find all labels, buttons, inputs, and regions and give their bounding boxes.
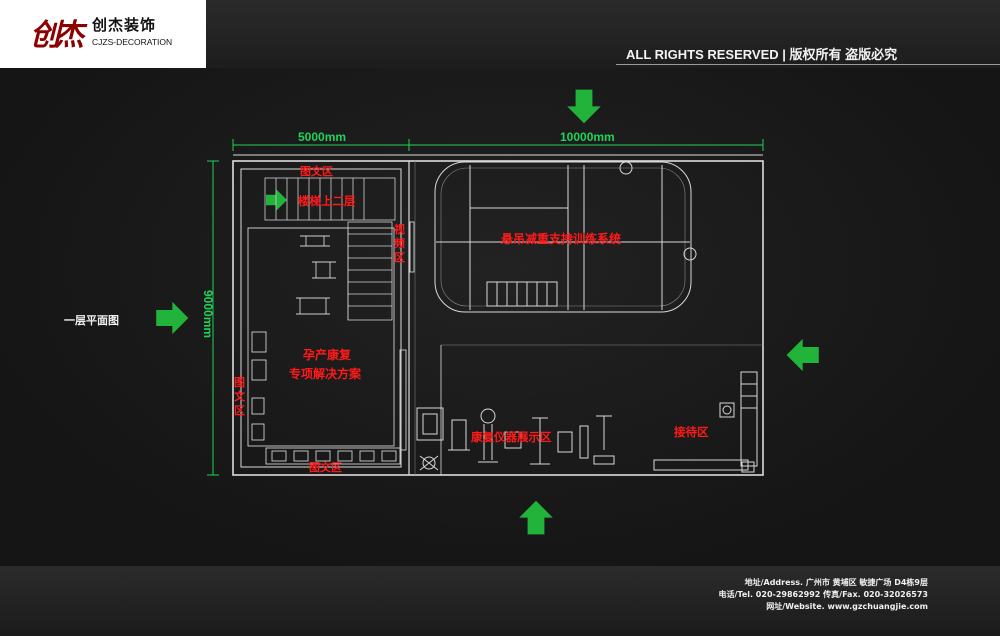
arrow-right-icon [786,338,819,372]
dimension-10000: 10000mm [560,130,615,144]
rights-text: ALL RIGHTS RESERVED | 版权所有 盗版必究 [626,47,898,62]
logo-name-cn: 创杰装饰 [92,16,157,34]
suspension-system [434,161,697,313]
header-divider [616,64,1000,65]
zone-video-1: 视 [394,222,405,236]
zone-reception: 接待区 [674,425,709,439]
zone-graphic-left-3: 区 [234,404,245,417]
dimension-9000: 9000mm [201,290,215,338]
arrow-left-icon [156,301,189,335]
zone-graphic-top: 图文区 [300,164,333,178]
floor-label: 一层平面图 [64,314,119,327]
footer-contact: 地址/Address. 广州市 黄埔区 敏捷广场 D4栋9层 电话/Tel. 0… [719,577,929,613]
footer-address: 地址/Address. 广州市 黄埔区 敏捷广场 D4栋9层 [744,578,928,587]
zone-rehab-display: 康复仪器展示区 [471,430,552,444]
dimension-lines [207,139,764,476]
zone-graphic-left-2: 文 [234,389,246,403]
zone-graphic-bottom: 图文区 [309,460,342,474]
zone-maternal-1: 孕产康复 [303,347,352,362]
zone-stairs: 楼梯上二层 [298,194,356,208]
arrow-stairs-icon [266,189,287,211]
footer-bar [0,566,1000,636]
footer-website: 网址/Website. www.gzchuangjie.com [766,602,928,611]
footer-phone: 电话/Tel. 020-29862992 传真/Fax. 020-3202657… [718,590,929,599]
logo: 创杰 创杰装饰 CJZS-DECORATION [0,0,206,68]
zone-graphic-left-1: 图 [234,376,245,389]
maternal-room [247,221,415,465]
arrow-bottom-icon [519,500,553,535]
zone-video-3: 区 [394,251,405,264]
zone-suspension: 悬吊减重支持训练系统 [500,231,621,246]
dimension-5000: 5000mm [298,130,346,144]
walls [232,154,764,476]
rehab-equipment [416,407,615,471]
zone-maternal-2: 专项解决方案 [289,366,362,381]
logo-name-en: CJZS-DECORATION [92,37,173,47]
reception-desk [653,371,758,473]
arrow-top-icon [567,89,601,124]
zone-video-2: 频 [394,236,405,250]
logo-mark: 创杰 [30,18,84,53]
